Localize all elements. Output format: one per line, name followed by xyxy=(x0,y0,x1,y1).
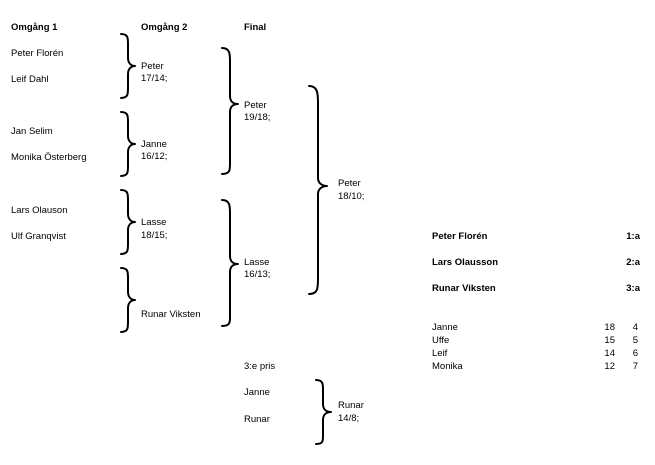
podium-name: Lars Olausson xyxy=(432,257,498,268)
round1-player: Monika Österberg xyxy=(11,152,87,163)
round2-player-name: Peter xyxy=(141,61,164,72)
round1-player: Lars Olauson xyxy=(11,205,68,216)
standing-name: Monika xyxy=(432,361,463,372)
header-round1: Omgång 1 xyxy=(11,22,58,33)
round2-player-name: Lasse xyxy=(141,217,167,228)
brace-third xyxy=(315,379,332,445)
final-player-score: 19/18; xyxy=(244,112,271,123)
podium-name: Runar Viksten xyxy=(432,283,496,294)
brace-r2-b xyxy=(221,199,239,327)
standing-score: 15 xyxy=(604,335,615,346)
round2-player-score: 17/14; xyxy=(141,73,168,84)
standing-name: Uffe xyxy=(432,335,450,346)
final-player-score: 16/13; xyxy=(244,269,271,280)
standing-place: 6 xyxy=(632,348,638,359)
standing-name: Leif xyxy=(432,348,448,359)
round2-player-name: Runar Viksten xyxy=(141,309,201,320)
winner-name: Peter xyxy=(338,178,361,189)
third-prize-label: 3:e pris xyxy=(244,361,276,372)
standing-name: Janne xyxy=(432,322,458,333)
standing-score: 18 xyxy=(604,322,615,333)
header-round2: Omgång 2 xyxy=(141,22,188,33)
round2-player-score: 18/15; xyxy=(141,230,168,241)
header-final: Final xyxy=(244,22,267,33)
brace-r1-c xyxy=(120,189,136,255)
podium-place: 2:a xyxy=(626,257,640,268)
round1-player: Peter Florén xyxy=(11,48,64,59)
third-prize-player: Janne xyxy=(244,387,270,398)
brace-r1-d xyxy=(120,267,136,333)
standing-place: 7 xyxy=(632,361,638,372)
standing-score: 12 xyxy=(604,361,615,372)
third-prize-winner-score: 14/8; xyxy=(338,413,360,424)
brace-r1-a xyxy=(120,33,136,99)
standing-place: 5 xyxy=(632,335,638,346)
third-prize-winner-name: Runar xyxy=(338,400,364,411)
final-player-name: Lasse xyxy=(244,257,270,268)
podium-place: 1:a xyxy=(626,231,640,242)
final-player-name: Peter xyxy=(244,100,267,111)
standing-score: 14 xyxy=(604,348,615,359)
round1-player: Jan Selim xyxy=(11,126,53,137)
podium-name: Peter Florén xyxy=(432,231,488,242)
brace-r1-b xyxy=(120,111,136,177)
round2-player-score: 16/12; xyxy=(141,151,168,162)
round2-player-name: Janne xyxy=(141,139,167,150)
podium-place: 3:a xyxy=(626,283,640,294)
third-prize-player: Runar xyxy=(244,414,270,425)
round1-player: Ulf Granqvist xyxy=(11,231,66,242)
standing-place: 4 xyxy=(632,322,638,333)
brace-final xyxy=(308,85,328,295)
winner-score: 18/10; xyxy=(338,191,365,202)
round1-player: Leif Dahl xyxy=(11,74,49,85)
brace-r2-a xyxy=(221,47,239,175)
